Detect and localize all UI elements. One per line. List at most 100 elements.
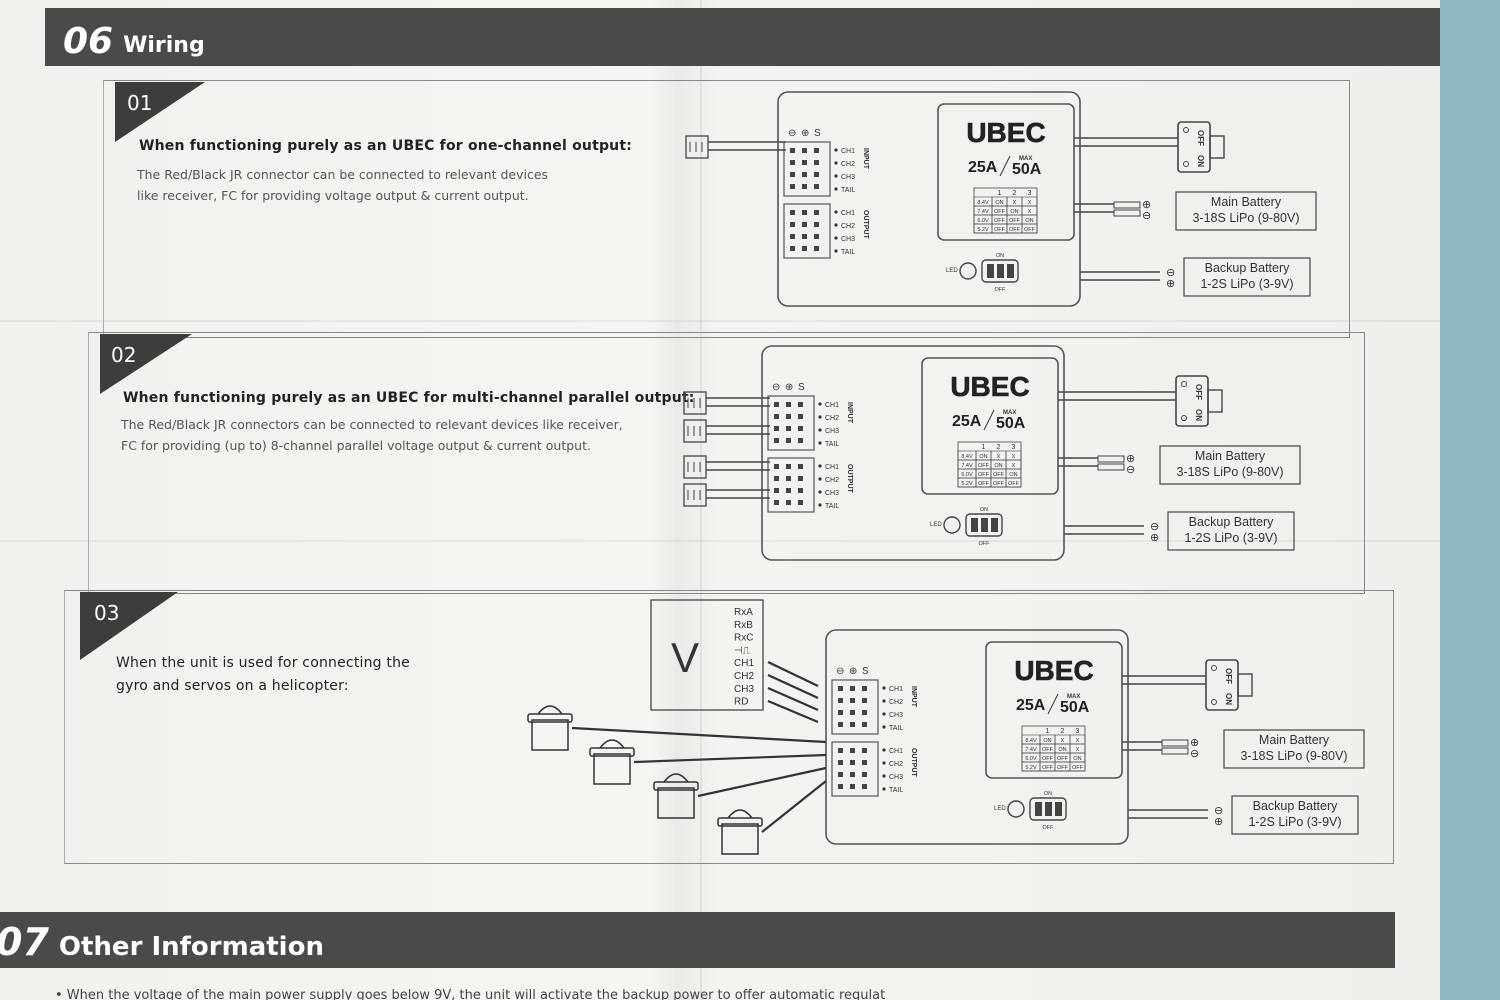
table-cell-text: OFF — [978, 481, 990, 487]
table-header: 1 — [982, 444, 986, 451]
output-label: OUTPUT — [846, 464, 853, 494]
polarity-mark: S — [798, 382, 805, 393]
header-pin — [814, 246, 819, 251]
header-pin — [802, 160, 807, 165]
servo-wire — [761, 780, 827, 833]
channel-dot — [882, 725, 886, 729]
table-cell-text: 8.4V — [1025, 738, 1037, 744]
jr-housing — [683, 455, 707, 479]
dip-on-label: ON — [996, 253, 1004, 259]
channel-label: CH2 — [825, 477, 839, 484]
header-pin — [774, 500, 779, 505]
channel-dot — [818, 503, 822, 507]
header-pin — [862, 710, 867, 715]
header-pin — [814, 210, 819, 215]
step-number-01: 01 — [127, 91, 153, 115]
channel-dot — [834, 161, 838, 165]
input-label: INPUT — [910, 686, 917, 708]
channel-label: CH2 — [889, 699, 903, 706]
channel-label: CH3 — [825, 428, 839, 435]
plus-mark: ⊕ — [1190, 737, 1199, 749]
servo-flange — [653, 781, 699, 791]
channel-label: TAIL — [825, 503, 839, 510]
polarity-mark: S — [862, 666, 869, 677]
polarity-mark: S — [814, 128, 821, 139]
backup-battery-spec: 1-2S LiPo (3-9V) — [1200, 277, 1293, 291]
header-pin — [798, 476, 803, 481]
table-cell-text: 8.4V — [961, 454, 973, 460]
header-pin — [850, 686, 855, 691]
header-pin — [838, 772, 843, 777]
header-pin — [774, 402, 779, 407]
header-pin — [838, 722, 843, 727]
header-pin — [790, 222, 795, 227]
servo-flange — [589, 747, 635, 757]
wiring-panel-01 — [103, 80, 1350, 338]
section-number: 07 — [0, 920, 49, 964]
header-pin — [850, 698, 855, 703]
step-title-03: When the unit is used for connecting the… — [116, 652, 410, 698]
plus-mark: ⊕ — [1142, 199, 1151, 211]
switch-hole — [1211, 699, 1217, 705]
header-pin — [786, 414, 791, 419]
header-pin — [862, 686, 867, 691]
section-header-wiring: 06 Wiring — [45, 8, 1440, 66]
backup-battery-spec: 1-2S LiPo (3-9V) — [1184, 531, 1277, 545]
channel-dot — [834, 210, 838, 214]
section-title: Wiring — [123, 33, 205, 58]
main-battery-spec: 3-18S LiPo (9-80V) — [1240, 749, 1347, 763]
max-label: MAX — [1003, 410, 1016, 416]
header-pin — [814, 160, 819, 165]
channel-dot — [818, 464, 822, 468]
servo-body — [721, 823, 759, 855]
gyro-port-label: RD — [734, 697, 748, 708]
header-pin — [798, 402, 803, 407]
channel-dot — [818, 441, 822, 445]
section-title: Other Information — [58, 932, 324, 962]
header-pin — [798, 464, 803, 469]
channel-label: CH2 — [841, 223, 855, 230]
header-pin — [786, 476, 791, 481]
channel-label: CH2 — [841, 161, 855, 168]
table-cell-text: ON — [1058, 747, 1066, 753]
fold-line — [0, 320, 1440, 322]
led-label: LED — [946, 268, 958, 274]
channel-dot — [882, 712, 886, 716]
dip-switch — [1029, 797, 1067, 821]
output-header — [783, 203, 831, 259]
servo-horn — [537, 705, 563, 715]
polarity-mark: ⊖ — [836, 666, 844, 677]
table-cell-text: 5.2V — [961, 481, 973, 487]
header-pin — [838, 710, 843, 715]
table-cell-text: X — [1028, 200, 1032, 206]
header-pin — [814, 184, 819, 189]
header-pin — [862, 772, 867, 777]
output-header — [831, 741, 879, 797]
header-pin — [850, 710, 855, 715]
table-cell-text: OFF — [1008, 481, 1020, 487]
servo-horn — [599, 739, 625, 749]
dip-switch — [981, 259, 1019, 283]
switch-lever — [1209, 135, 1225, 159]
table-cell-text: 5.2V — [1025, 765, 1037, 771]
backup-battery-label: Backup Battery — [1253, 799, 1339, 813]
table-cell-text: ON — [994, 463, 1002, 469]
channel-dot — [818, 477, 822, 481]
channel-dot — [834, 148, 838, 152]
header-pin — [802, 184, 807, 189]
header-pin — [838, 784, 843, 789]
table-header: 1 — [1046, 728, 1050, 735]
header-pin — [802, 222, 807, 227]
bullet-plug — [1097, 455, 1125, 463]
table-cell-text: ON — [979, 454, 987, 460]
plus-mark: ⊕ — [1150, 532, 1159, 544]
rating-label: 25A — [968, 159, 998, 176]
wiring-panel-02 — [88, 332, 1365, 594]
servo-icon — [717, 780, 827, 855]
gyro-port-label: CH3 — [734, 684, 754, 695]
header-pin — [786, 488, 791, 493]
channel-dot — [834, 174, 838, 178]
switch-off-label: OFF — [1224, 668, 1233, 684]
